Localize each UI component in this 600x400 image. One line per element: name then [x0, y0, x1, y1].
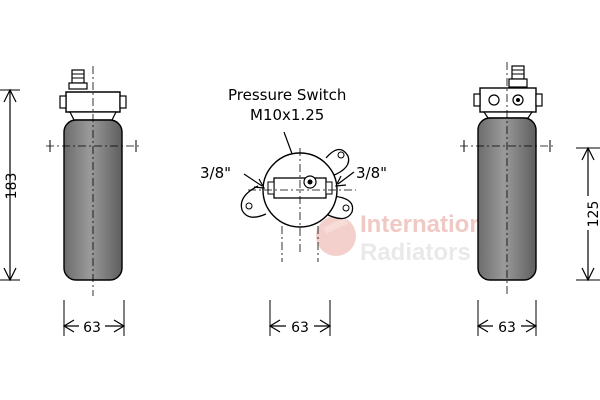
top-view: Pressure Switch M10x1.25 3/8" 3/8" [200, 86, 387, 262]
dimension-center-width-label: 63 [291, 320, 309, 336]
dimension-left-height-label: 183 [4, 173, 20, 200]
dimension-left-width-label: 63 [83, 320, 101, 336]
dimension-center-width: 63 [268, 300, 332, 336]
port-right-label: 3/8" [356, 164, 387, 182]
drier-right [460, 62, 554, 296]
drier-right-head [479, 87, 537, 113]
drier-left [46, 66, 140, 296]
valve-left-icon [68, 69, 88, 90]
pressure-switch-label: Pressure Switch [228, 86, 346, 104]
mount-lug-left [240, 185, 267, 218]
dimension-left-width: 63 [62, 300, 126, 336]
watermark-logo-icon [316, 216, 356, 256]
dimension-left-height: 183 [0, 88, 20, 282]
valve-right-icon [508, 65, 528, 88]
pressure-switch-thread-label: M10x1.25 [250, 106, 324, 124]
port-left-label: 3/8" [200, 164, 231, 182]
dimension-right-width-label: 63 [498, 320, 516, 336]
watermark: International Radiators [316, 211, 504, 266]
dimension-right-width: 63 [476, 300, 538, 336]
dimension-right-height: 125 [576, 146, 600, 282]
dimension-right-height-label: 125 [586, 201, 600, 228]
watermark-line2: Radiators [360, 239, 471, 266]
